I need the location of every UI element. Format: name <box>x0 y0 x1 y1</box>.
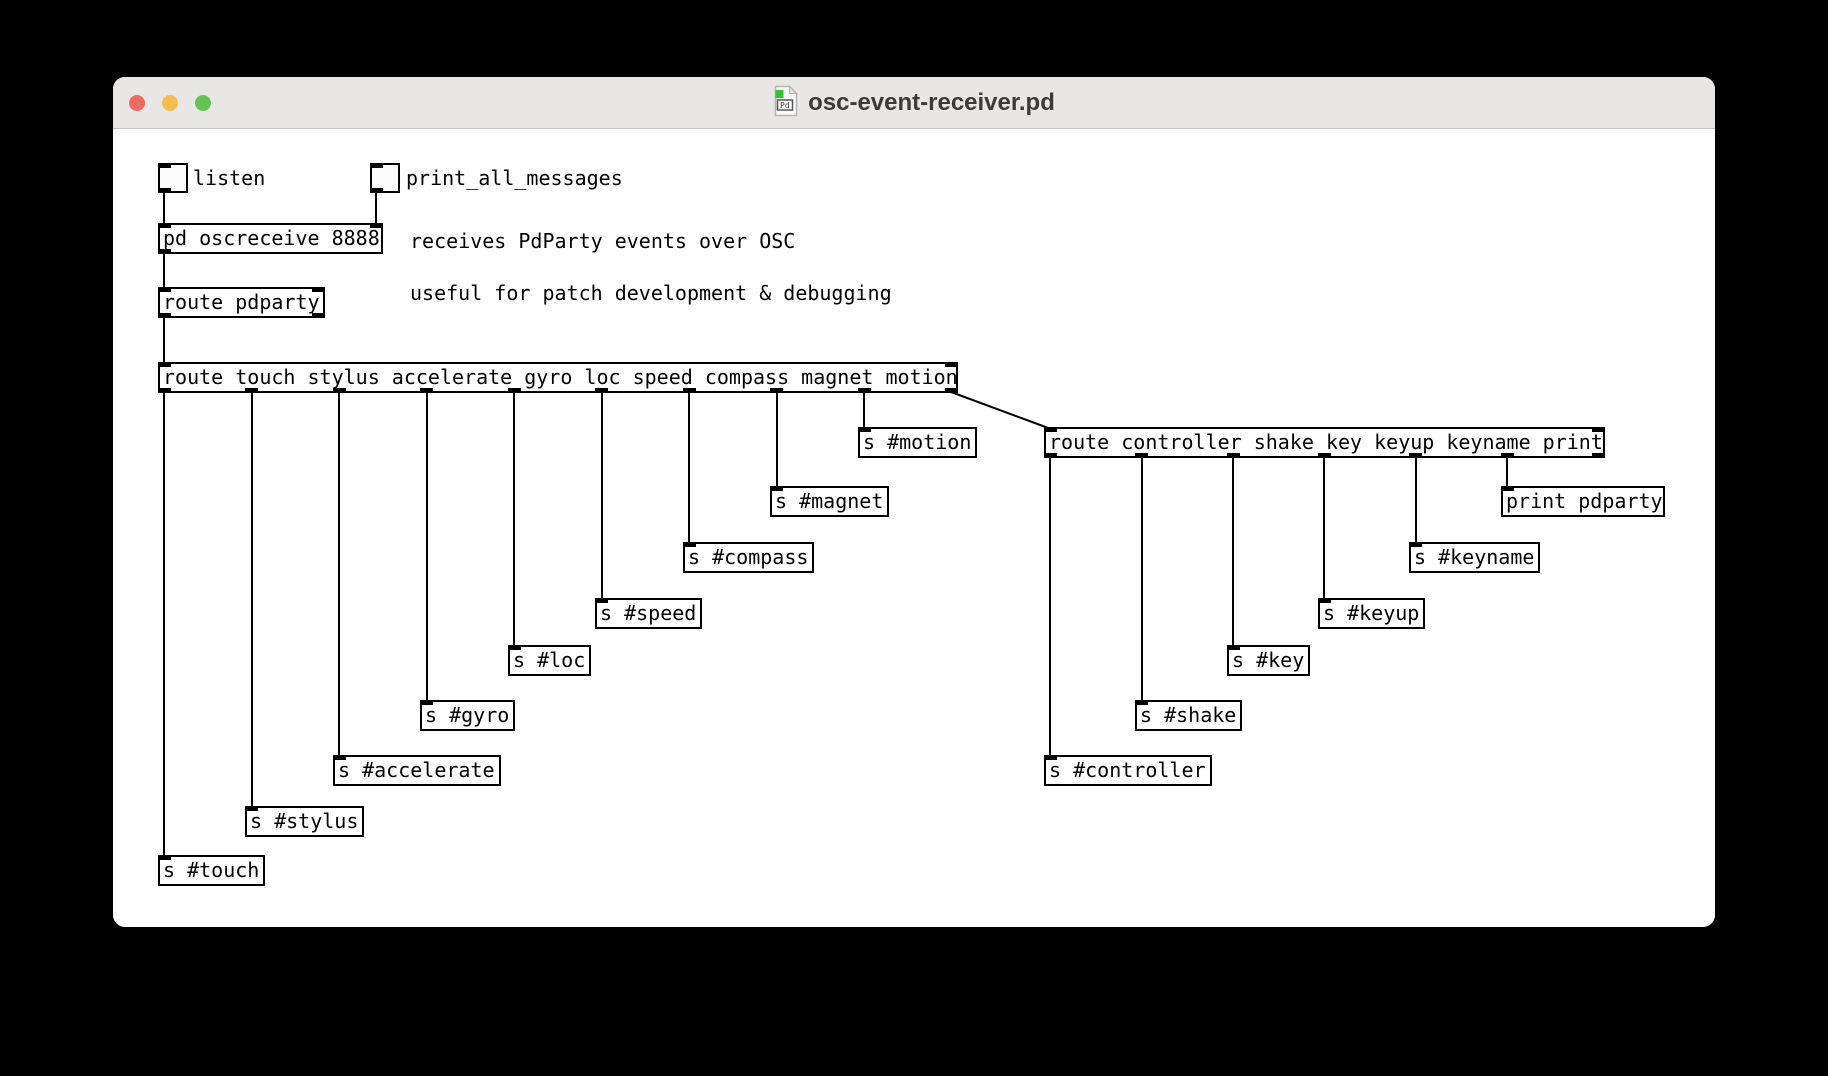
inlet-nub[interactable] <box>312 287 325 292</box>
close-button[interactable] <box>129 95 145 111</box>
inlet-nub[interactable] <box>1044 755 1057 760</box>
send-box-touch[interactable]: s #touch <box>158 855 266 886</box>
outlet-nub[interactable] <box>332 388 346 393</box>
send-box-stylus[interactable]: s #stylus <box>245 806 365 837</box>
outlet-nub[interactable] <box>1409 453 1423 458</box>
inlet-nub[interactable] <box>420 700 433 705</box>
outlet-nub[interactable] <box>1135 453 1149 458</box>
outlet-nub[interactable] <box>1226 453 1240 458</box>
outlet-nub[interactable] <box>1318 453 1331 458</box>
inlet-nub[interactable] <box>158 287 171 292</box>
inlet-nub[interactable] <box>1409 542 1422 547</box>
pd-file-icon: Pd <box>773 84 799 121</box>
window-title: osc-event-receiver.pd <box>808 88 1055 116</box>
object-box-route-events[interactable]: route touch stylus accelerate gyro loc s… <box>158 362 958 393</box>
toggle-print-all-messages[interactable] <box>370 163 400 193</box>
title-bar[interactable]: Pd osc-event-receiver.pd <box>113 77 1715 129</box>
outlet-nub[interactable] <box>770 388 784 393</box>
send-box-loc[interactable]: s #loc <box>508 645 592 676</box>
outlet-nub[interactable] <box>245 388 259 393</box>
inlet-nub[interactable] <box>370 223 383 228</box>
object-box-route-controller[interactable]: route controller shake key keyup keyname… <box>1044 427 1605 458</box>
outlet-nub[interactable] <box>945 388 958 393</box>
inlet-nub[interactable] <box>158 362 171 367</box>
object-box-print-pdparty[interactable]: print pdparty <box>1501 486 1665 517</box>
inlet-nub[interactable] <box>1135 700 1148 705</box>
send-box-shake[interactable]: s #shake <box>1135 700 1243 731</box>
outlet-nub[interactable] <box>1592 453 1605 458</box>
inlet-nub[interactable] <box>1227 645 1240 650</box>
outlet-nub[interactable] <box>158 188 171 193</box>
inlet-nub[interactable] <box>683 542 696 547</box>
outlet-nub[interactable] <box>857 388 871 393</box>
inlet-nub[interactable] <box>370 163 383 168</box>
outlet-nub[interactable] <box>420 388 434 393</box>
send-box-gyro[interactable]: s #gyro <box>420 700 516 731</box>
comment-receives: receives PdParty events over OSC <box>410 229 796 253</box>
inlet-nub[interactable] <box>770 486 783 491</box>
send-box-compass[interactable]: s #compass <box>683 542 815 573</box>
inlet-nub[interactable] <box>858 427 871 432</box>
inlet-nub[interactable] <box>1318 598 1331 603</box>
outlet-nub[interactable] <box>1044 453 1057 458</box>
send-box-magnet[interactable]: s #magnet <box>770 486 890 517</box>
toggle-print-all-messages-label: print_all_messages <box>406 166 623 190</box>
inlet-nub[interactable] <box>158 855 171 860</box>
send-box-keyname[interactable]: s #keyname <box>1409 542 1541 573</box>
inlet-nub[interactable] <box>1592 427 1605 432</box>
inlet-nub[interactable] <box>595 598 608 603</box>
outlet-nub[interactable] <box>158 388 171 393</box>
zoom-button[interactable] <box>195 95 211 111</box>
object-box-route-pdparty[interactable]: route pdparty <box>158 287 325 318</box>
minimize-button[interactable] <box>162 95 178 111</box>
send-box-key[interactable]: s #key <box>1227 645 1311 676</box>
outlet-nub[interactable] <box>370 188 383 193</box>
inlet-nub[interactable] <box>945 362 958 367</box>
send-box-controller[interactable]: s #controller <box>1044 755 1212 786</box>
send-box-speed[interactable]: s #speed <box>595 598 703 629</box>
inlet-nub[interactable] <box>158 163 171 168</box>
outlet-nub[interactable] <box>312 313 325 318</box>
inlet-nub[interactable] <box>508 645 521 650</box>
outlet-nub[interactable] <box>507 388 521 393</box>
window: Pd osc-event-receiver.pd <box>113 77 1715 927</box>
svg-text:Pd: Pd <box>780 101 790 110</box>
send-box-keyup[interactable]: s #keyup <box>1318 598 1426 629</box>
inlet-nub[interactable] <box>333 755 346 760</box>
inlet-nub[interactable] <box>245 806 258 811</box>
outlet-nub[interactable] <box>158 249 171 254</box>
send-box-accelerate[interactable]: s #accelerate <box>333 755 501 786</box>
object-box-pd-oscreceive[interactable]: pd oscreceive 8888 <box>158 223 383 254</box>
inlet-nub[interactable] <box>1044 427 1057 432</box>
outlet-nub[interactable] <box>158 313 171 318</box>
inlet-nub[interactable] <box>1501 486 1514 491</box>
outlet-nub[interactable] <box>595 388 609 393</box>
outlet-nub[interactable] <box>682 388 696 393</box>
inlet-nub[interactable] <box>158 223 171 228</box>
send-box-motion[interactable]: s #motion <box>858 427 978 458</box>
comment-useful: useful for patch development & debugging <box>410 281 892 305</box>
outlet-nub[interactable] <box>1500 453 1514 458</box>
toggle-listen-label: listen <box>193 166 266 190</box>
toggle-listen[interactable] <box>158 163 188 193</box>
